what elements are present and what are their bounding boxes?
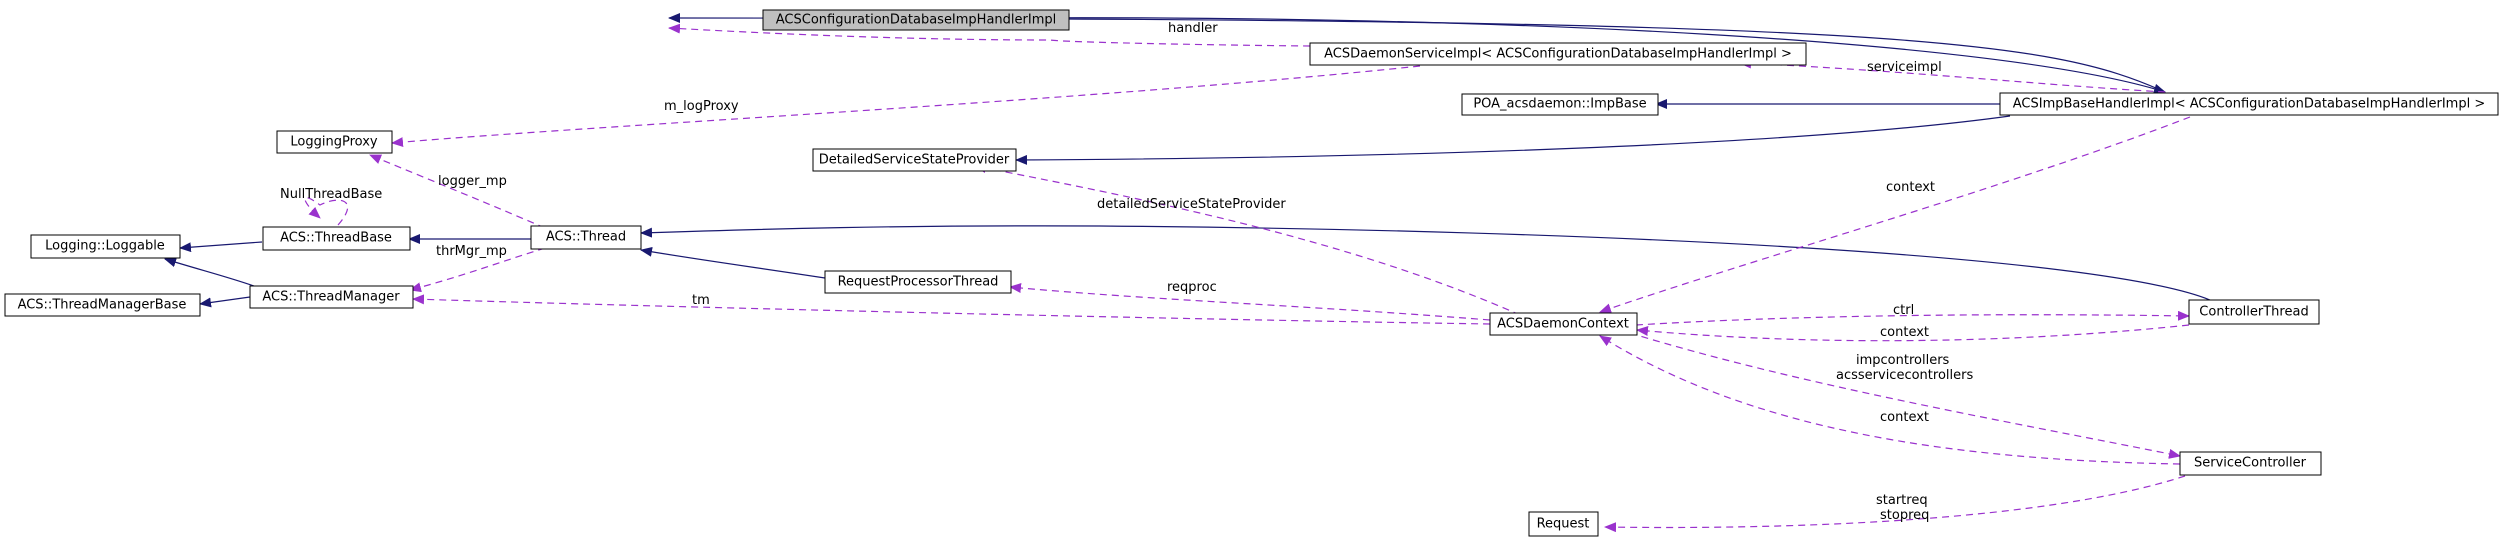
edge-thrmgr-mp (409, 247, 546, 293)
label-impcontrollers: impcontrollers (1856, 353, 1950, 368)
svg-text:Logging::Loggable: Logging::Loggable (45, 239, 165, 254)
node-daemon-context[interactable]: ACSDaemonContext (1489, 312, 1638, 336)
label-context-imp: context (1886, 180, 1935, 195)
node-detailed-state-provider[interactable]: DetailedServiceStateProvider (812, 148, 1017, 172)
label-logger-mp: logger_mp (438, 174, 507, 189)
edge-threadbase-to-loggable (179, 241, 263, 253)
svg-text:DetailedServiceStateProvider: DetailedServiceStateProvider (819, 153, 1010, 168)
node-poa-imp-base[interactable]: POA_acsdaemon::ImpBase (1461, 93, 1659, 116)
edge-serviceimpl (1739, 58, 2166, 93)
node-service-controller[interactable]: ServiceController (2179, 451, 2322, 476)
node-thread-manager[interactable]: ACS::ThreadManager (249, 285, 414, 309)
label-context-svc: context (1880, 410, 1929, 425)
edge-logger-mp (369, 154, 546, 229)
nodes: ACSConfigurationDatabaseImpHandlerImpl A… (4, 9, 2499, 537)
edge-daemonserviceimpl-to-impbasehandler (999, 17, 2166, 94)
node-daemon-service-impl[interactable]: ACSDaemonServiceImpl< ACSConfigurationDa… (1309, 42, 1807, 66)
node-thread[interactable]: ACS::Thread (530, 225, 642, 250)
edge-impbasehandler-to-confighandler (668, 13, 2166, 93)
svg-text:ACS::Thread: ACS::Thread (546, 230, 626, 245)
node-request[interactable]: Request (1528, 511, 1599, 537)
label-null-thread-base: NullThreadBase (280, 187, 382, 202)
edge-impbasehandler-to-detailedprovider (1015, 115, 2011, 165)
label-acsservicecontrollers: acsservicecontrollers (1836, 368, 1973, 383)
label-tm: tm (692, 293, 710, 308)
edge-context-imp (1599, 116, 2191, 314)
svg-text:ACS::ThreadManager: ACS::ThreadManager (262, 290, 400, 305)
edge-labels: handler m_logProxy serviceimpl NullThrea… (280, 21, 1973, 523)
label-reqproc: reqproc (1167, 280, 1217, 295)
edge-threadmanager-to-loggable (164, 257, 266, 291)
inheritance-edges (164, 13, 2211, 308)
svg-text:ACS::ThreadBase: ACS::ThreadBase (280, 231, 392, 246)
svg-text:ControllerThread: ControllerThread (2199, 305, 2308, 320)
node-thread-manager-base[interactable]: ACS::ThreadManagerBase (4, 293, 201, 317)
label-thrmgr-mp: thrMgr_mp (436, 244, 507, 259)
label-handler: handler (1168, 21, 1218, 36)
svg-text:LoggingProxy: LoggingProxy (290, 135, 377, 150)
edge-ctrl (1635, 310, 2190, 326)
svg-text:ACSConfigurationDatabaseImpHan: ACSConfigurationDatabaseImpHandlerImpl (776, 13, 1056, 28)
label-context-ctrl: context (1880, 325, 1929, 340)
svg-text:ACSDaemonContext: ACSDaemonContext (1497, 317, 1629, 332)
svg-text:Request: Request (1537, 517, 1590, 532)
svg-text:ACSImpBaseHandlerImpl< ACSConf: ACSImpBaseHandlerImpl< ACSConfigurationD… (2013, 97, 2485, 112)
node-loggable[interactable]: Logging::Loggable (30, 234, 181, 259)
edge-m-logproxy (391, 65, 1421, 148)
edge-null-thread-base (304, 197, 349, 226)
node-imp-base-handler[interactable]: ACSImpBaseHandlerImpl< ACSConfigurationD… (1999, 92, 2499, 116)
edge-controllers (1629, 332, 2181, 459)
usage-edges (304, 23, 2191, 533)
svg-text:RequestProcessorThread: RequestProcessorThread (838, 275, 999, 290)
node-config-db-handler[interactable]: ACSConfigurationDatabaseImpHandlerImpl (762, 9, 1070, 31)
edge-context-ctrl (1636, 324, 2190, 342)
svg-text:ACS::ThreadManagerBase: ACS::ThreadManagerBase (18, 298, 187, 313)
node-request-processor-thread[interactable]: RequestProcessorThread (824, 270, 1012, 294)
node-logging-proxy[interactable]: LoggingProxy (276, 130, 393, 154)
label-ctrl: ctrl (1893, 303, 1914, 318)
edge-controllerthread-to-thread (640, 225, 2211, 301)
edge-tm (412, 294, 1491, 325)
label-stopreq: stopreq (1880, 508, 1929, 523)
svg-text:ServiceController: ServiceController (2194, 456, 2307, 471)
node-thread-base[interactable]: ACS::ThreadBase (262, 226, 411, 251)
edge-detailed-provider (974, 163, 1521, 316)
edge-threadmanager-to-threadmanagerbase (199, 296, 251, 308)
edge-requestprocessor-to-thread (640, 246, 826, 279)
label-detailed-provider: detailedServiceStateProvider (1097, 197, 1286, 212)
label-startreq: startreq (1876, 493, 1928, 508)
label-serviceimpl: serviceimpl (1867, 60, 1942, 75)
svg-text:ACSDaemonServiceImpl< ACSConfi: ACSDaemonServiceImpl< ACSConfigurationDa… (1324, 47, 1792, 62)
node-controller-thread[interactable]: ControllerThread (2188, 299, 2320, 325)
svg-text:POA_acsdaemon::ImpBase: POA_acsdaemon::ImpBase (1473, 97, 1646, 112)
edge-startreq-stopreq (1604, 475, 2186, 533)
label-m-logproxy: m_logProxy (664, 99, 739, 114)
edge-reqproc (1009, 283, 1491, 321)
